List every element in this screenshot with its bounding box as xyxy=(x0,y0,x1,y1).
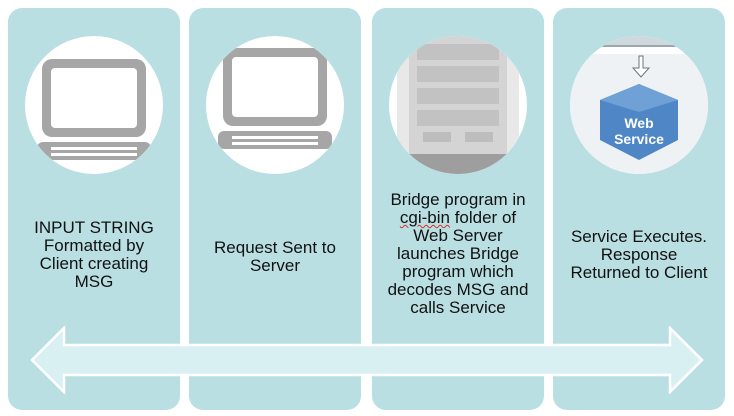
caption-line: decodes MSG and xyxy=(387,280,529,299)
caption-line: program which xyxy=(402,262,514,281)
step-caption: Bridge program in cgi-bin folder of Web … xyxy=(378,191,538,317)
step-panel-input-string: INPUT STRING Formatted by Client creatin… xyxy=(8,8,180,410)
step-caption: Request Sent to Server xyxy=(195,239,355,275)
caption-line: launches Bridge xyxy=(397,244,519,263)
caption-line: Response xyxy=(600,245,678,264)
caption-line: Server xyxy=(249,256,301,275)
caption-line: Request Sent to xyxy=(214,238,336,257)
double-arrow-icon xyxy=(30,326,704,394)
server-tower-icon xyxy=(397,36,519,174)
caption-line: Web Server xyxy=(413,226,503,245)
step-panel-bridge-program: Bridge program in cgi-bin folder of Web … xyxy=(372,8,544,410)
caption-line: Formatted by xyxy=(43,236,145,255)
web-service-icon-text: Service xyxy=(614,131,664,147)
caption-line: calls Service xyxy=(410,298,506,317)
web-service-icon: Web Service xyxy=(570,36,708,174)
step-icon-circle xyxy=(25,36,163,174)
caption-fragment: folder of xyxy=(449,208,517,227)
caption-line: INPUT STRING xyxy=(34,218,154,237)
step-icon-circle xyxy=(206,36,344,174)
caption-line: Bridge program in xyxy=(390,190,526,209)
caption-line: cgi-bin folder of xyxy=(378,209,538,227)
caption-spellcheck-word: cgi-bin xyxy=(399,208,450,227)
step-panel-request-sent: Request Sent to Server xyxy=(189,8,361,410)
laptop-icon xyxy=(218,48,332,149)
step-icon-circle xyxy=(389,36,527,174)
web-service-icon-text: Web xyxy=(624,115,653,131)
step-caption: INPUT STRING Formatted by Client creatin… xyxy=(14,219,174,291)
step-panel-service-executes: Web Service Service Executes. Response R… xyxy=(553,8,725,410)
step-icon-circle: Web Service xyxy=(570,36,708,174)
step-caption: Service Executes. Response Returned to C… xyxy=(559,228,719,282)
caption-line: MSG xyxy=(74,272,114,291)
laptop-icon xyxy=(37,59,151,160)
caption-line: Client creating xyxy=(39,254,149,273)
caption-line: Returned to Client xyxy=(570,263,708,282)
caption-line: Service Executes. xyxy=(570,227,708,246)
